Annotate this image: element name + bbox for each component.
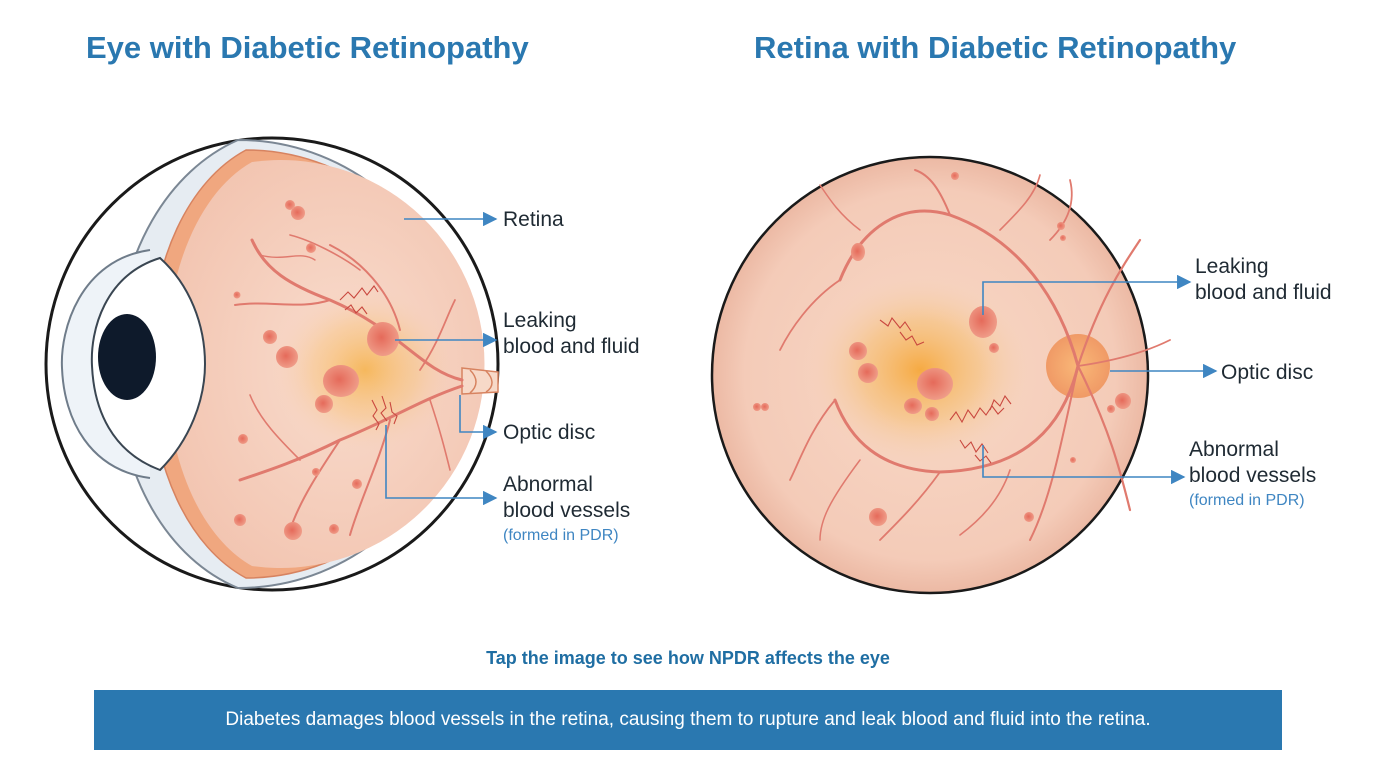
macula-glow	[270, 285, 460, 455]
label-abnormal-line1-right: Abnormal	[1189, 438, 1279, 461]
label-optic-disc-right: Optic disc	[1221, 361, 1314, 384]
abnormal-vessels-left	[339, 285, 398, 431]
pupil	[98, 314, 156, 400]
arrow-right-icon	[459, 395, 498, 440]
fundus-vessels	[779, 169, 1171, 541]
right-leader-lines	[982, 274, 1218, 485]
abnormal-vessels-right	[879, 316, 1012, 464]
label-optic-disc-left: Optic disc	[503, 421, 596, 444]
macula-glow-right	[802, 270, 1038, 470]
label-abnormal-note-right: (formed in PDR)	[1189, 492, 1305, 509]
label-leaking-line2-left: blood and fluid	[503, 335, 640, 358]
label-leaking-line1-right: Leaking	[1195, 255, 1269, 278]
label-leaking-line2-right: blood and fluid	[1195, 281, 1332, 304]
retinal-vessels	[234, 234, 464, 536]
label-abnormal-line2-left: blood vessels	[503, 499, 631, 522]
retina-fundus-view	[710, 155, 1171, 595]
left-leader-lines	[385, 211, 498, 506]
left-diagram-title: Eye with Diabetic Retinopathy	[86, 30, 529, 65]
label-abnormal-note-left: (formed in PDR)	[503, 527, 619, 544]
label-abnormal-line2-right: blood vessels	[1189, 464, 1317, 487]
label-retina: Retina	[503, 208, 564, 231]
label-leaking-line1-left: Leaking	[503, 309, 577, 332]
arrow-right-icon	[982, 445, 1186, 485]
eye-cross-section	[44, 136, 500, 592]
hemorrhage-spots-right	[753, 172, 1131, 526]
arrow-right-icon	[385, 425, 498, 506]
right-diagram-title: Retina with Diabetic Retinopathy	[754, 30, 1237, 65]
info-banner: Diabetes damages blood vessels in the re…	[94, 690, 1282, 750]
label-abnormal-line1-left: Abnormal	[503, 473, 593, 496]
hemorrhage-spots-left	[233, 200, 399, 540]
arrow-right-icon	[982, 274, 1192, 315]
tap-hint[interactable]: Tap the image to see how NPDR affects th…	[486, 648, 890, 668]
